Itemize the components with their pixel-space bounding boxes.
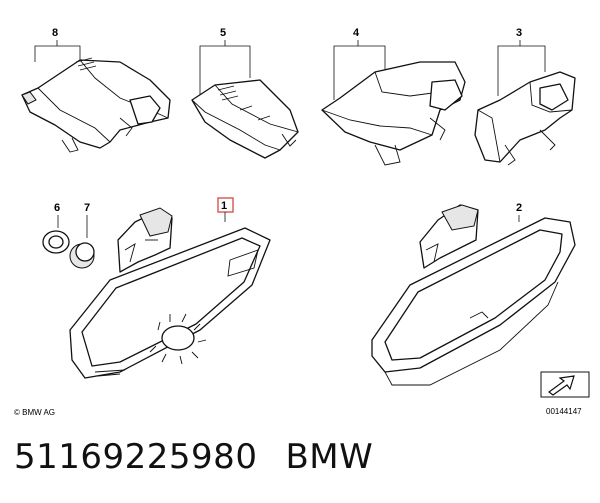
callout-6: 6 [54, 202, 60, 214]
part-4-cover: 4 [321, 27, 466, 166]
copyright-text: © BMW AG [14, 408, 55, 417]
part-5-cover: 5 [191, 27, 299, 159]
callout-4: 4 [353, 27, 360, 39]
callout-1: 1 [221, 200, 227, 212]
part-3-cover: 3 [474, 27, 576, 166]
arrow-icon [540, 371, 590, 398]
callout-3: 3 [516, 27, 522, 39]
highlight-box [217, 197, 234, 213]
callout-7: 7 [84, 202, 90, 214]
part-8-cover: 8 [21, 27, 171, 153]
callout-2: 2 [516, 202, 522, 214]
parts-diagram: 8 5 4 3 [14, 27, 590, 417]
part-caption: 51169225980 BMW [14, 437, 373, 477]
callout-8: 8 [52, 27, 58, 39]
callout-5: 5 [220, 27, 226, 39]
part-6-ring: 6 [42, 202, 70, 254]
brand-name: BMW [285, 437, 374, 477]
part-2-mirror: 2 [371, 202, 576, 386]
diagram-number: 00144147 [546, 407, 582, 416]
part-7-cap: 7 [69, 202, 95, 269]
part-1-mirror: 1 [69, 197, 271, 379]
part-number: 51169225980 [14, 437, 258, 477]
